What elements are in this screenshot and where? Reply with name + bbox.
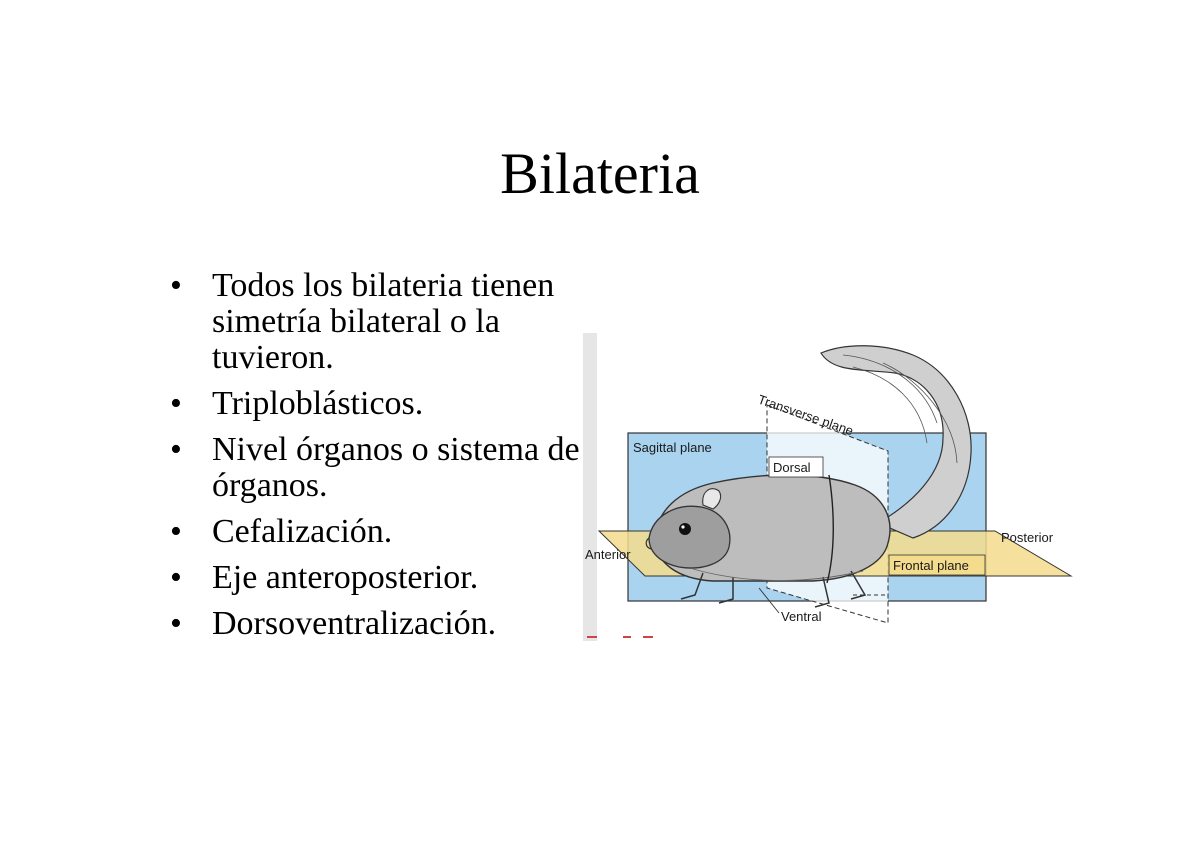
bullet-item: • Dorsoventralización.	[170, 606, 590, 642]
label-anterior: Anterior	[585, 547, 631, 562]
squirrel-nose	[645, 537, 652, 550]
body-planes-figure: Transverse plane Sagittal plane Dorsal A…	[583, 333, 1073, 641]
squirrel-legs	[680, 570, 867, 608]
label-dorsal: Dorsal	[773, 460, 811, 475]
ventral-pointer	[758, 587, 780, 614]
label-ventral: Ventral	[781, 609, 822, 624]
dorsal-label-box	[768, 456, 824, 478]
bullet-icon: •	[170, 267, 182, 304]
bullet-item: • Cefalización.	[170, 514, 590, 550]
bullet-text: Triploblásticos.	[212, 385, 424, 422]
squirrel-ear	[702, 488, 722, 510]
transverse-cut-line	[826, 474, 834, 584]
squirrel-head	[648, 505, 731, 569]
belly-line	[692, 568, 864, 581]
label-posterior: Posterior	[1001, 530, 1054, 545]
eye-highlight	[681, 525, 685, 529]
label-sagittal-plane: Sagittal plane	[633, 440, 712, 455]
bullet-icon: •	[170, 385, 182, 422]
bullet-item: • Nivel órganos o sistema de órganos.	[170, 432, 590, 504]
label-frontal-plane: Frontal plane	[893, 558, 969, 573]
tail-fur	[842, 354, 958, 464]
bullet-icon: •	[170, 513, 182, 550]
bullet-item: • Triploblásticos.	[170, 386, 590, 422]
bullet-text: Nivel órganos o sistema de órganos.	[212, 431, 580, 504]
bullet-text: Eje anteroposterior.	[212, 559, 479, 596]
bullet-item: • Todos los bilateria tienen simetría bi…	[170, 268, 590, 376]
squirrel-eye	[679, 523, 691, 535]
bullet-icon: •	[170, 605, 182, 642]
bullet-text: Cefalización.	[212, 513, 393, 550]
squirrel-tail	[820, 345, 972, 539]
bullet-list: • Todos los bilateria tienen simetría bi…	[170, 268, 590, 652]
slide-title: Bilateria	[500, 141, 700, 206]
bullet-text: Dorsoventralización.	[212, 605, 497, 642]
frontal-label-box	[888, 554, 986, 576]
bullet-icon: •	[170, 431, 182, 468]
scan-edge	[583, 333, 597, 641]
bullet-item: • Eje anteroposterior.	[170, 560, 590, 596]
bullet-text: Todos los bilateria tienen simetría bila…	[212, 267, 555, 376]
bullet-icon: •	[170, 559, 182, 596]
